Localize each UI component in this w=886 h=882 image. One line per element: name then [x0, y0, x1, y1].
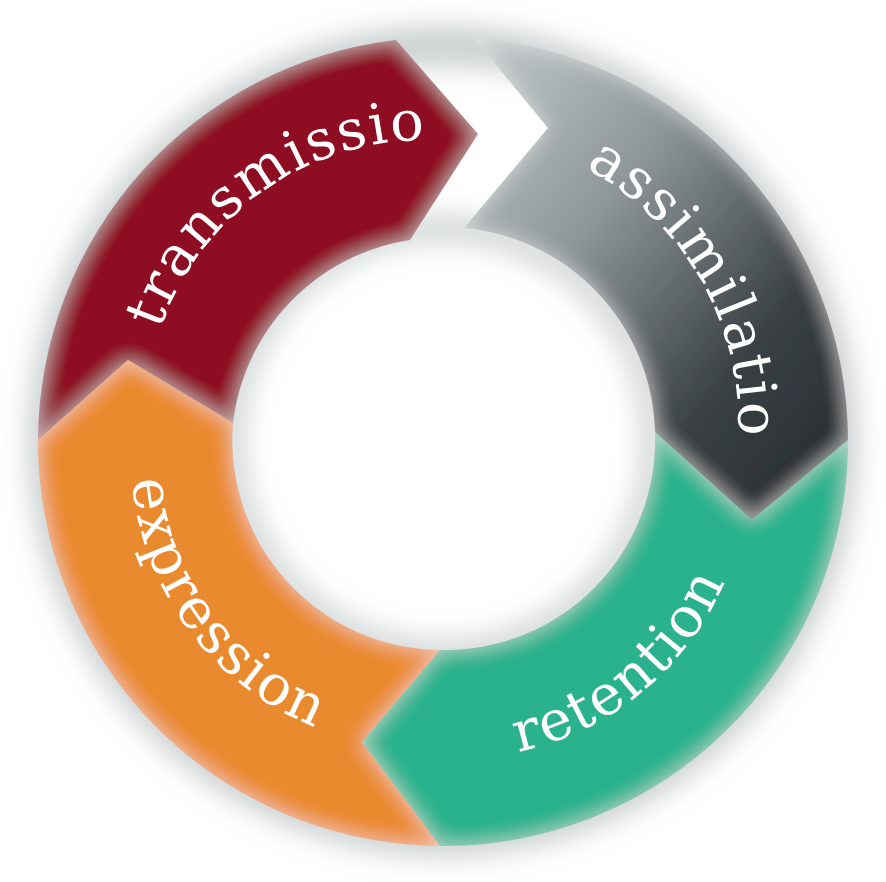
segment-retention	[362, 432, 849, 847]
segment-assimilation	[464, 38, 848, 520]
segment-expression	[37, 360, 441, 846]
segment-transmission	[38, 40, 478, 440]
